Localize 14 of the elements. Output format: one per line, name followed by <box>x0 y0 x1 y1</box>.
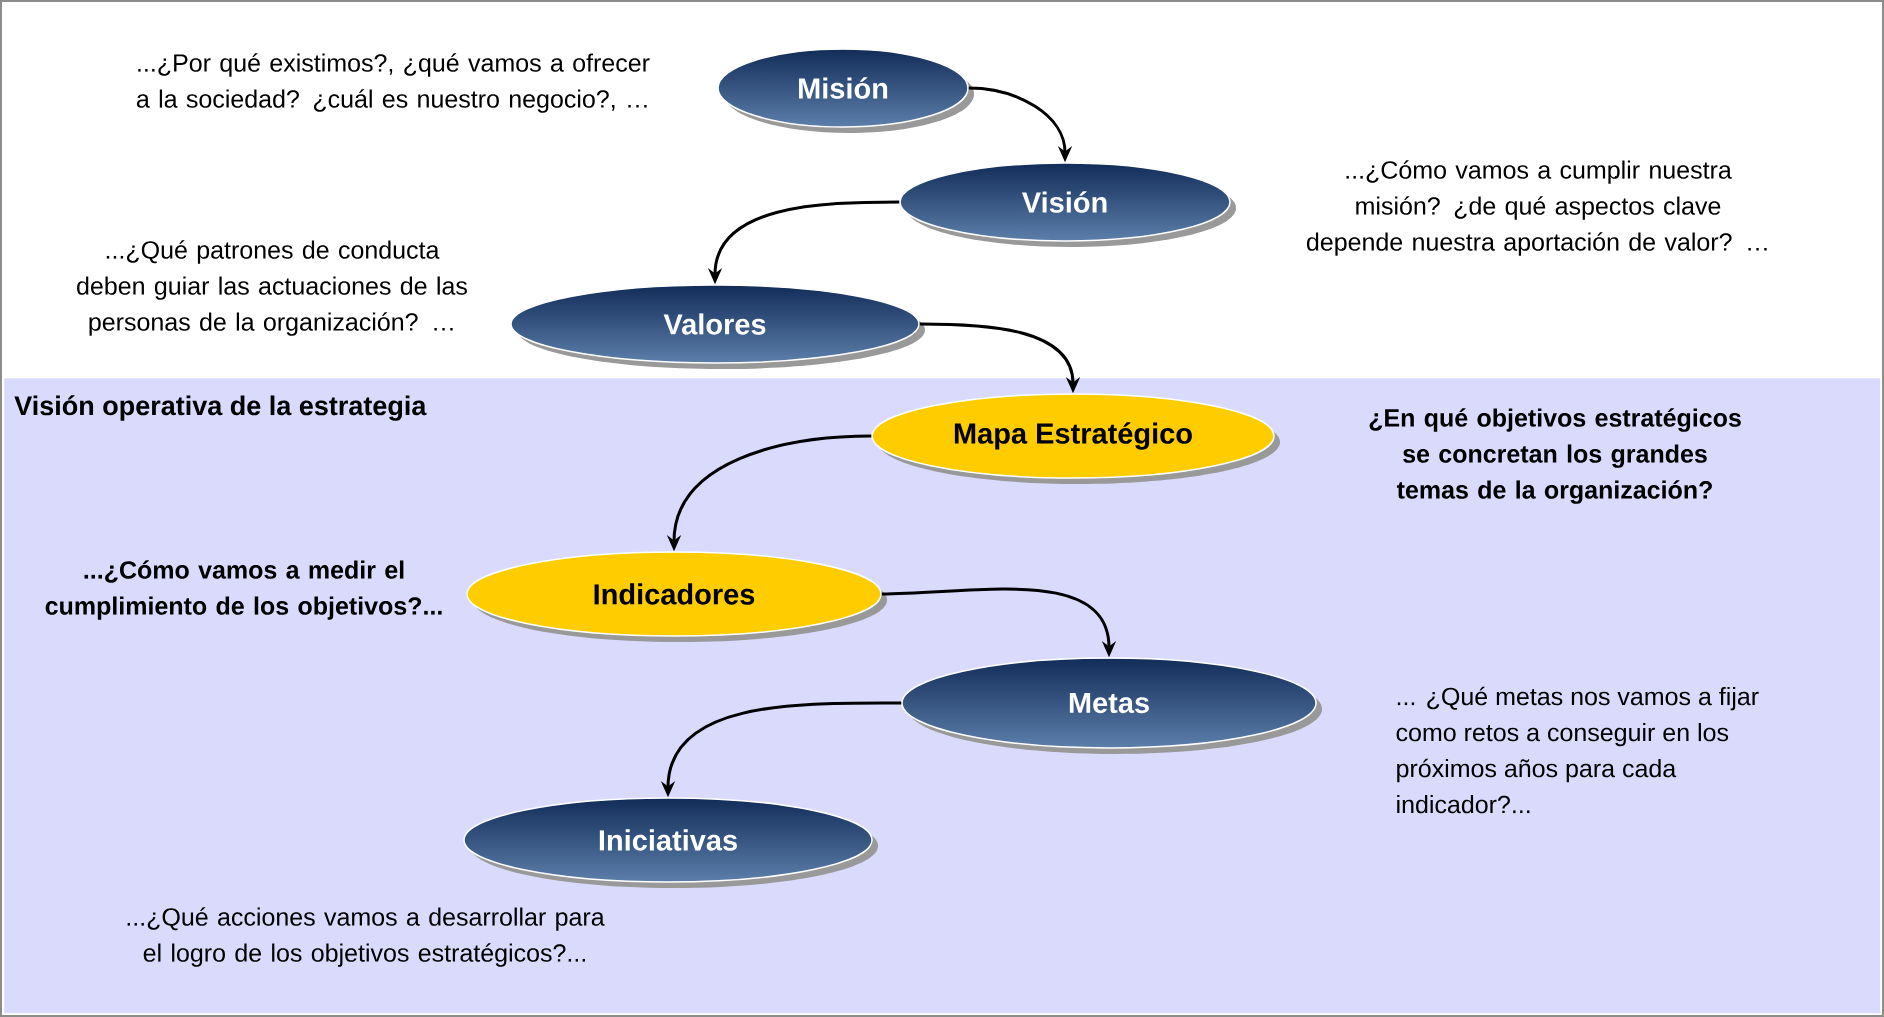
ellipse-node: Misión <box>717 48 974 133</box>
question-text: ...¿Cómo vamos a medir el cumplimiento de los objetivos?... <box>45 560 442 620</box>
region-band <box>4 378 1881 1014</box>
question-text: ¿En qué objetivos estratégicos se concretan los grandes temas de la organización? <box>1369 408 1741 504</box>
ellipse-node: Visión <box>899 162 1236 247</box>
section-heading: Visión operativa de la estrategia <box>14 395 427 421</box>
question-text: ...¿Qué acciones vamos a desarrollar para el logro de los objetivos estratégicos?... <box>127 907 605 967</box>
question-text: ...¿Por qué existimos?, ¿qué vamos a ofrecer a la sociedad? ¿cuál es nuestro negocio?, … <box>137 53 650 113</box>
question-text: ...¿Qué patrones de conducta deben guiar las actuaciones de las personas de la organización? … <box>77 240 467 336</box>
ellipse-node: Indicadores <box>466 551 887 642</box>
ellipse-node: Mapa Estratégico <box>871 393 1280 484</box>
question-text: ... ¿Qué metas nos vamos a fijar como retos a conseguir en los próximos años para cada indicador?... <box>1396 686 1759 814</box>
question-text: ...¿Cómo vamos a cumplir nuestra misión? ¿de qué aspectos clave depende nuestra aportación de valor? … <box>1306 160 1767 256</box>
ellipse-node: Valores <box>510 284 925 369</box>
